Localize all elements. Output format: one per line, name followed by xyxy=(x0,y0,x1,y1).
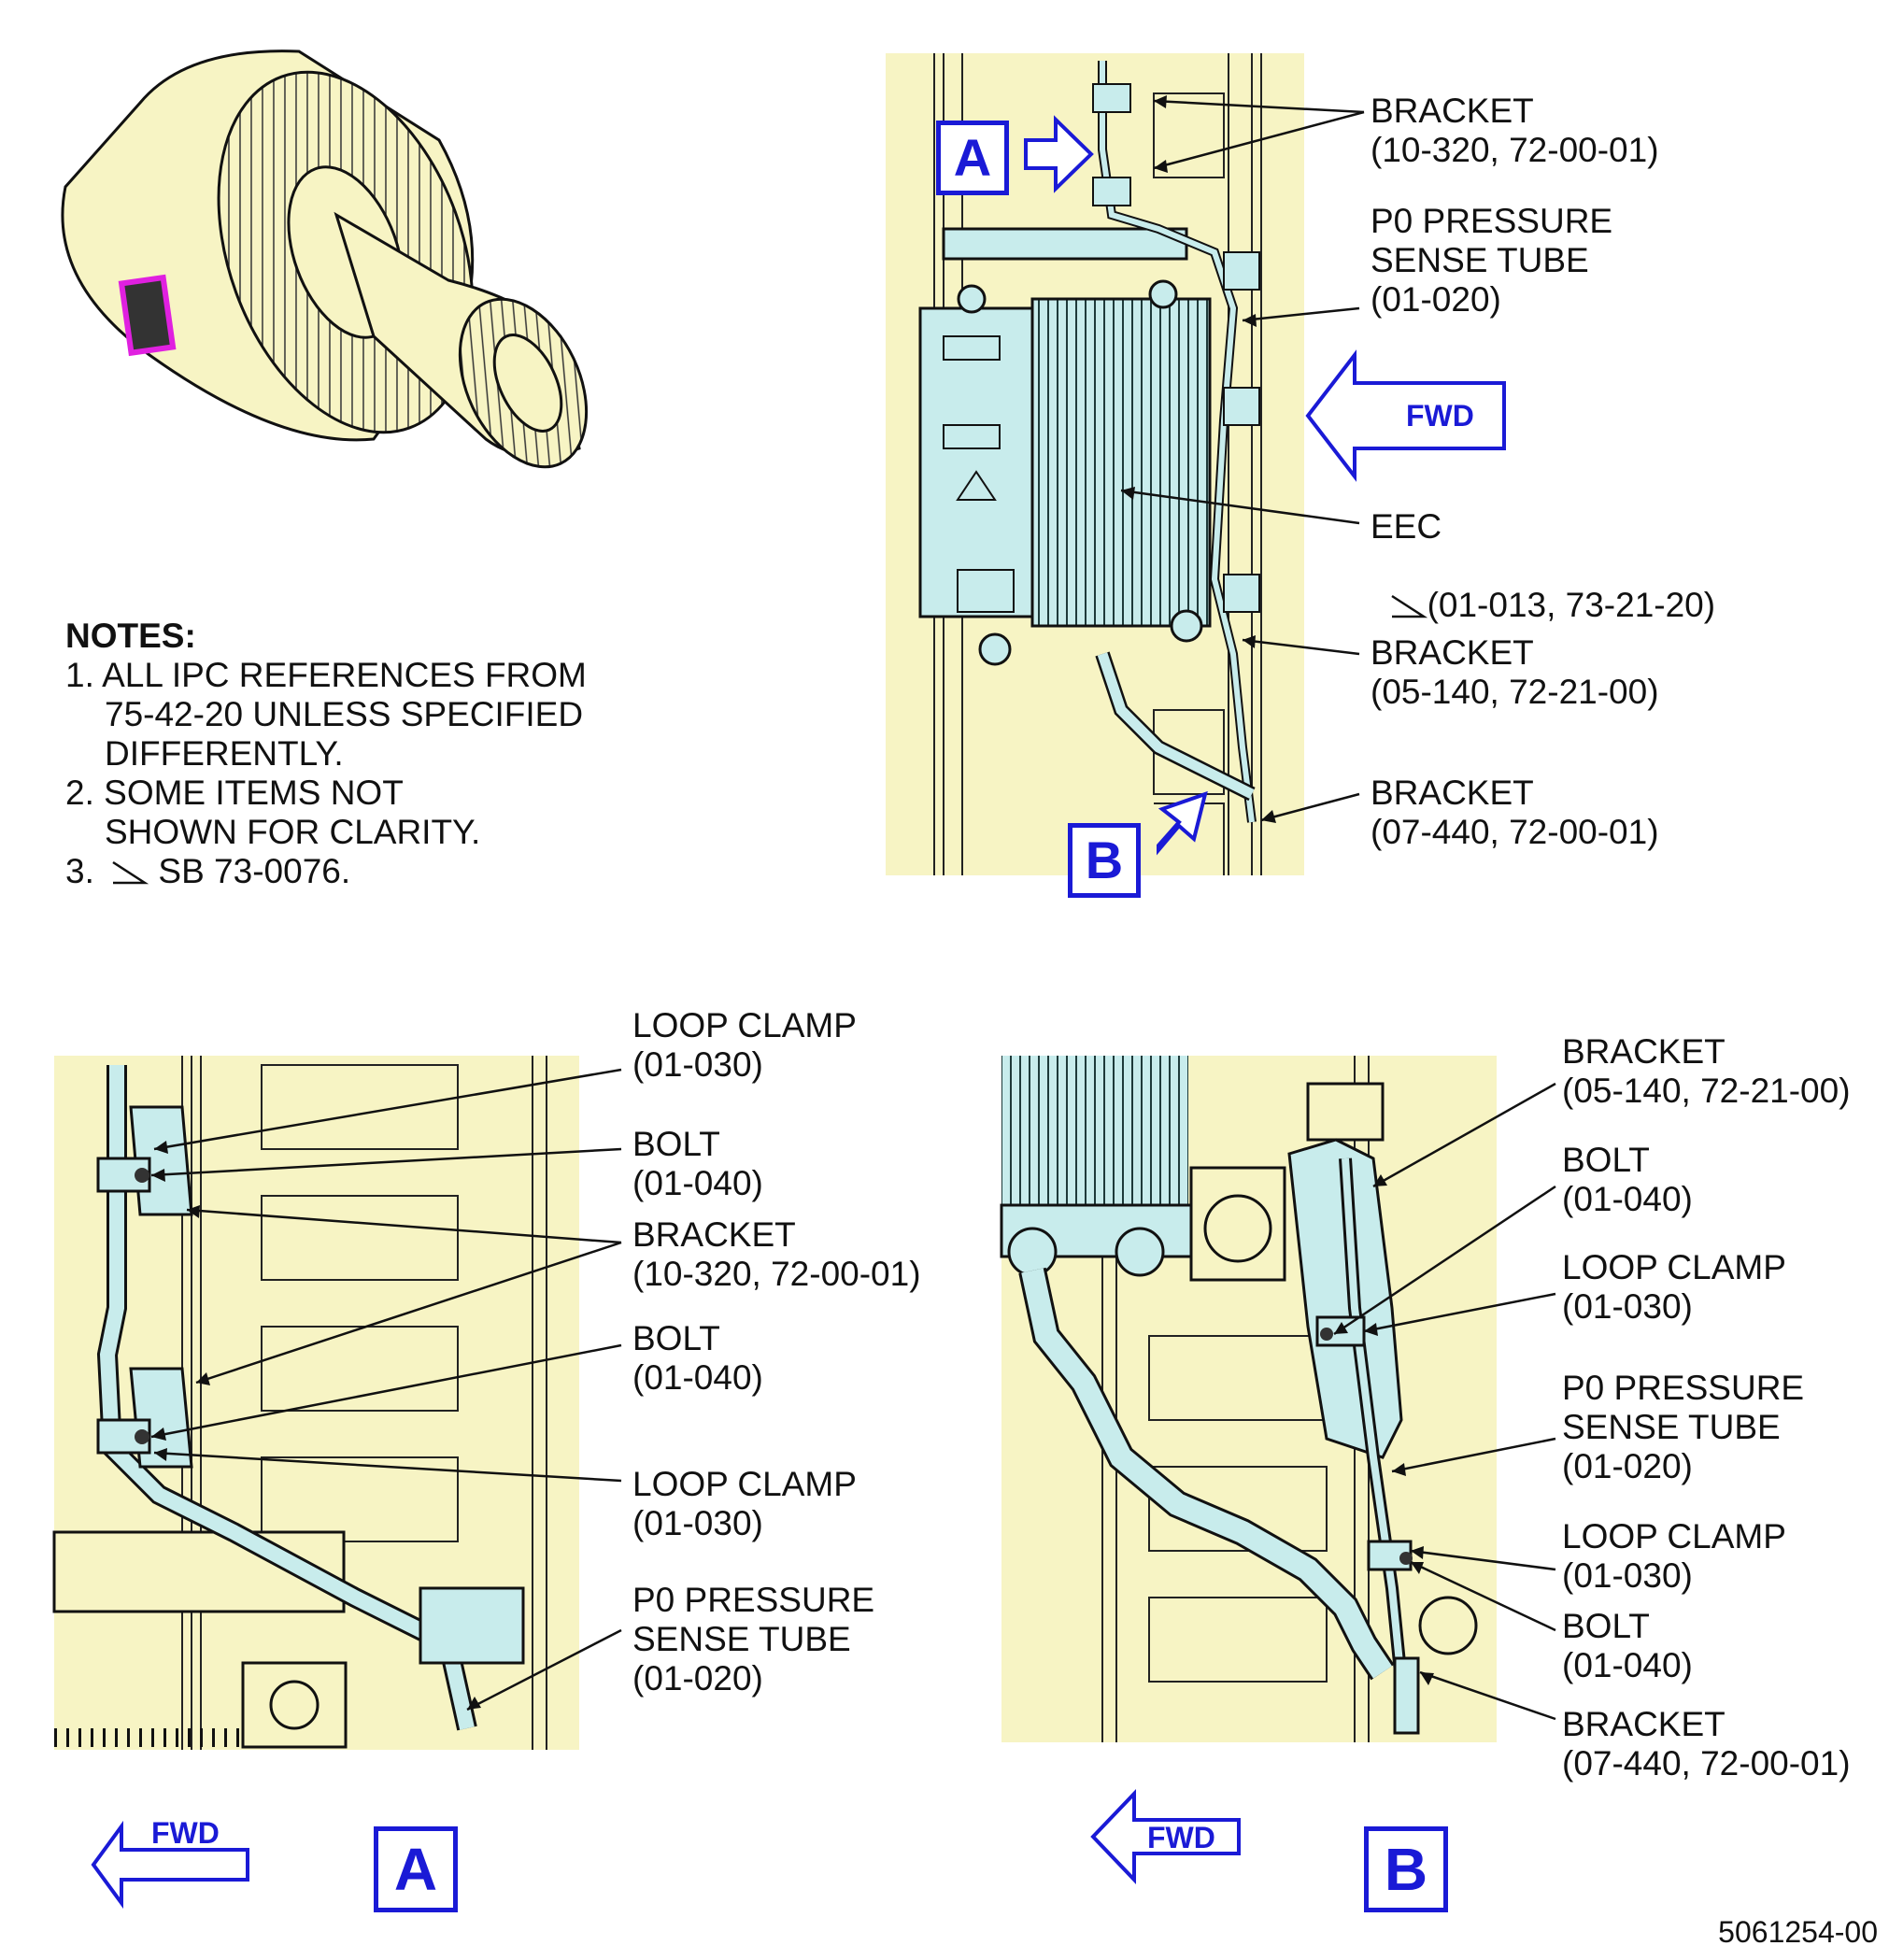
label-b-bolt-1: BOLT (01-040) xyxy=(1562,1141,1693,1218)
leader-arrowheads xyxy=(151,95,1434,1710)
label-b-bracket-07-440: BRACKET (07-440, 72-00-01) xyxy=(1562,1705,1851,1782)
label-b-bolt-2: BOLT (01-040) xyxy=(1562,1607,1693,1684)
label-a-p0-pressure-tube: P0 PRESSURE SENSE TUBE (01-020) xyxy=(632,1581,875,1697)
note-item-2: 2. SOME ITEMS NOT SHOWN FOR CLARITY. xyxy=(65,774,481,851)
main-view-panel xyxy=(886,53,1506,875)
note-item-3-text: SB 73-0076. xyxy=(149,852,351,890)
revision-triangle-icon xyxy=(1390,594,1427,618)
callout-box-b: B xyxy=(1068,823,1141,898)
label-b-loop-clamp-1: LOOP CLAMP (01-030) xyxy=(1562,1248,1786,1326)
label-a-bolt-1: BOLT (01-040) xyxy=(632,1125,763,1202)
fwd-label-a: FWD xyxy=(151,1816,220,1850)
engine-locator-illustration xyxy=(61,50,589,469)
fwd-label-b: FWD xyxy=(1147,1821,1215,1854)
label-eec-ref-text: (01-013, 73-21-20) xyxy=(1427,586,1716,624)
note-item-1: 1. ALL IPC REFERENCES FROM 75-42-20 UNLE… xyxy=(65,656,587,773)
detail-b-panel xyxy=(1000,1056,1497,1884)
label-bracket-07-440: BRACKET (07-440, 72-00-01) xyxy=(1371,774,1659,851)
note-item-3-number: 3. xyxy=(65,852,94,890)
view-label-b: B xyxy=(1364,1826,1448,1912)
leader-lines xyxy=(150,99,1556,1721)
label-b-bracket-05-140: BRACKET (05-140, 72-21-00) xyxy=(1562,1032,1851,1110)
label-b-p0-pressure-tube: P0 PRESSURE SENSE TUBE (01-020) xyxy=(1562,1369,1805,1485)
note-item-3: 3. SB 73-0076. xyxy=(65,852,587,891)
label-b-loop-clamp-2: LOOP CLAMP (01-030) xyxy=(1562,1517,1786,1595)
revision-triangle-icon xyxy=(112,860,149,885)
notes-block: NOTES: 1. ALL IPC REFERENCES FROM 75-42-… xyxy=(65,617,587,891)
label-a-bracket: BRACKET (10-320, 72-00-01) xyxy=(632,1215,921,1293)
label-a-bolt-2: BOLT (01-040) xyxy=(632,1319,763,1397)
callout-box-a: A xyxy=(936,121,1009,195)
label-a-loop-clamp-1: LOOP CLAMP (01-030) xyxy=(632,1006,857,1084)
label-a-loop-clamp-2: LOOP CLAMP (01-030) xyxy=(632,1465,857,1542)
notes-heading: NOTES: xyxy=(65,617,196,655)
document-number: 5061254-00 xyxy=(1718,1915,1878,1949)
label-eec-ref: (01-013, 73-21-20) xyxy=(1371,547,1715,625)
label-bracket-05-140: BRACKET (05-140, 72-21-00) xyxy=(1371,633,1659,711)
detail-a-panel xyxy=(52,1056,579,1910)
label-eec: EEC xyxy=(1371,507,1442,546)
label-bracket-10-320: BRACKET (10-320, 72-00-01) xyxy=(1371,92,1659,169)
view-label-a: A xyxy=(374,1826,458,1912)
fwd-label-main: FWD xyxy=(1406,399,1474,433)
label-p0-pressure-tube: P0 PRESSURE SENSE TUBE (01-020) xyxy=(1371,202,1613,319)
